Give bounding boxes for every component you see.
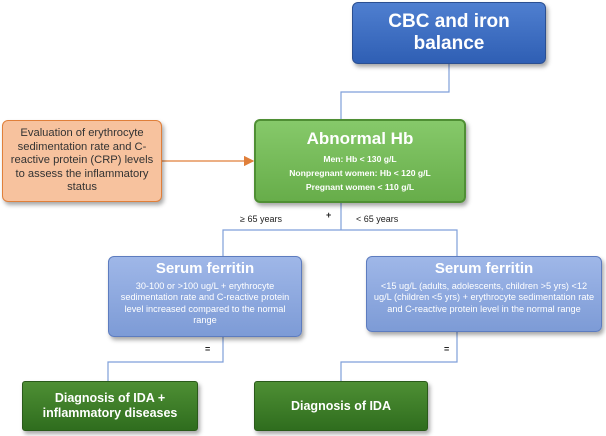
serum-ferritin-left-node: Serum ferritin 30-100 or >100 ug/L + ery…	[108, 256, 302, 337]
connector-ferritin-right-to-diagnosis	[340, 332, 458, 381]
connector-cbc-to-abnormal-hb	[340, 64, 450, 119]
edge-label-plus: +	[326, 210, 332, 220]
diagnosis-ida-label: Diagnosis of IDA	[290, 398, 391, 413]
abnormal-hb-title: Abnormal Hb	[306, 128, 414, 148]
abnormal-hb-criterion-nonpregnant: Nonpregnant women: Hb < 120 g/L	[289, 167, 431, 178]
cbc-iron-balance-node: CBC and iron balance	[352, 2, 546, 64]
connector-to-ferritin-left	[222, 229, 341, 256]
serum-ferritin-left-description: 30-100 or >100 ug/L + erythrocyte sedime…	[120, 281, 290, 326]
serum-ferritin-left-title: Serum ferritin	[155, 260, 255, 277]
abnormal-hb-criterion-men: Men: Hb < 130 g/L	[323, 153, 397, 164]
diagnosis-ida-inflammatory-label: Diagnosis of IDA + inflammatory diseases	[42, 391, 178, 420]
abnormal-hb-criterion-pregnant: Pregnant women < 110 g/L	[305, 181, 415, 192]
serum-ferritin-right-description: <15 ug/L (adults, adolescents, children …	[373, 281, 595, 314]
abnormal-hb-node: Abnormal Hb Men: Hb < 130 g/L Nonpregnan…	[254, 119, 466, 203]
edge-label-age-under-65: < 65 years	[356, 214, 399, 224]
diagnosis-ida-inflammatory-node: Diagnosis of IDA + inflammatory diseases	[22, 381, 198, 431]
connector-to-ferritin-right	[341, 229, 458, 256]
edge-label-age-65-plus: ≥ 65 years	[240, 214, 282, 224]
edge-label-equals-left: =	[205, 344, 211, 354]
serum-ferritin-right-title: Serum ferritin	[434, 260, 534, 277]
inflammatory-evaluation-node: Evaluation of erythrocyte sedimentation …	[2, 120, 162, 202]
serum-ferritin-right-node: Serum ferritin <15 ug/L (adults, adolesc…	[366, 256, 602, 332]
inflammatory-evaluation-text: Evaluation of erythrocyte sedimentation …	[10, 127, 154, 194]
cbc-iron-balance-label: CBC and iron balance	[388, 11, 510, 54]
diagnosis-ida-node: Diagnosis of IDA	[254, 381, 428, 431]
connector-ferritin-left-to-diagnosis	[107, 337, 224, 381]
edge-label-equals-right: =	[444, 344, 450, 354]
